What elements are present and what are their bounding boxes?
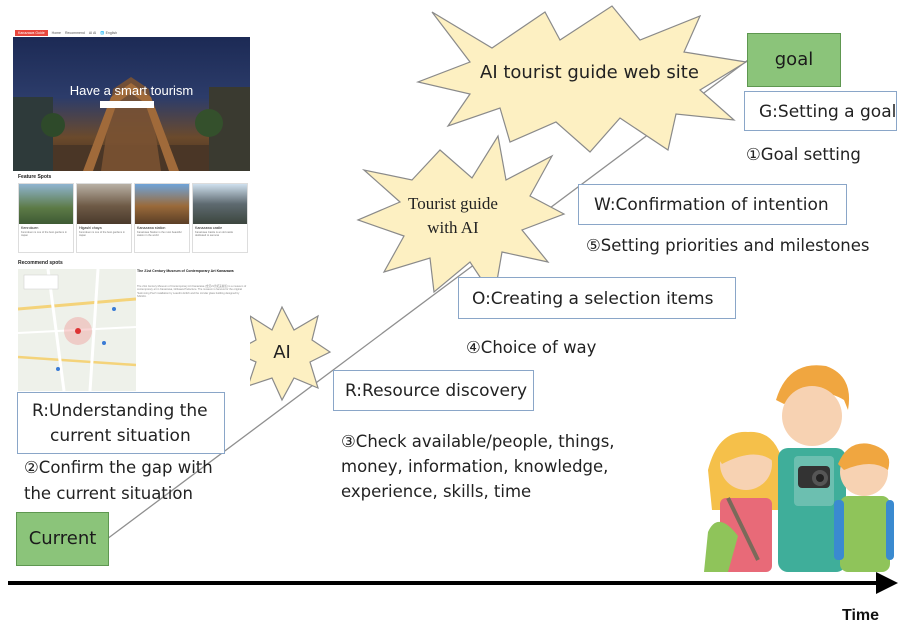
o-selection-box: O:Creating a selection items: [458, 277, 736, 319]
time-axis-arrowhead: [876, 572, 898, 594]
r-current-situation-box: R:Understanding the current situation: [17, 392, 225, 454]
card-kanazawa-castle[interactable]: Kanazawa castle Kanazawa Castle is an ol…: [192, 183, 248, 253]
choice-of-way-note: ④Choice of way: [466, 338, 597, 357]
burst-ai: [232, 305, 332, 402]
g-setting-goal-box: G:Setting a goal: [744, 91, 897, 131]
burst-tourist-guide-label-line1: Tourist guide: [408, 194, 498, 213]
map-illustration: [18, 269, 136, 391]
r-current-situation-line1: R:Understanding the: [32, 401, 208, 421]
hero-title: Have a smart tourism: [69, 83, 194, 98]
resource-note-line3: experience, skills, time: [341, 482, 532, 501]
nav-item-language: 🌐 English: [100, 30, 118, 35]
card-image: [77, 184, 131, 224]
burst-tourist-guide-label-line2: with AI: [427, 218, 479, 237]
hero-image: Have a smart tourism: [13, 37, 250, 171]
nav-item-home: Home: [51, 30, 62, 35]
card-desc: Kenrokuen is one of the best gardens in …: [21, 231, 67, 237]
card-title: Kenrokuen: [21, 226, 39, 230]
burst-ai-label: AI: [273, 342, 291, 363]
card-kanazawa-station[interactable]: Kanazawa station Kanazawa Station is the…: [134, 183, 190, 253]
card-image: [193, 184, 247, 224]
burst-ai-website-label: AI tourist guide web site: [480, 62, 699, 83]
feature-spots-title: Feature Spots: [18, 174, 52, 180]
card-title: Kanazawa castle: [195, 226, 223, 230]
card-title: Kanazawa station: [137, 226, 166, 230]
hero-search-input[interactable]: [100, 101, 154, 108]
w-confirmation-box: W:Confirmation of intention: [578, 184, 847, 225]
burst-ai-website: [415, 5, 748, 153]
gap-note-line2: the current situation: [24, 484, 193, 503]
site-logo: Kanazawa Guide: [15, 29, 48, 36]
nav-item-ai: AI AI: [88, 30, 97, 35]
website-screenshot: Kanazawa Guide Home Recommend AI AI 🌐 En…: [13, 28, 250, 392]
resource-note-line2: money, information, knowledge,: [341, 457, 609, 476]
gate-illustration: [13, 77, 250, 171]
resource-note-line1: ③Check available/people, things,: [341, 432, 615, 451]
gap-note-line1: ②Confirm the gap with: [24, 458, 213, 477]
r-resource-discovery-box: R:Resource discovery: [333, 370, 534, 411]
map-view[interactable]: [18, 269, 136, 391]
card-image: [19, 184, 73, 224]
time-axis-label: Time: [842, 607, 880, 624]
card-higashi-chaya[interactable]: Higashi chaya Kenrokuen is one of the be…: [76, 183, 132, 253]
goal-box: goal: [747, 33, 841, 87]
card-kenrokuen[interactable]: Kenrokuen Kenrokuen is one of the best g…: [18, 183, 74, 253]
card-desc: Kanazawa Castle is an old castle dedicat…: [195, 231, 234, 237]
priorities-note: ⑤Setting priorities and milestones: [586, 236, 870, 255]
card-title: Higashi chaya: [79, 226, 102, 230]
museum-title: The 21st Century Museum of Contemporary …: [137, 269, 234, 273]
site-nav: Kanazawa Guide Home Recommend AI AI 🌐 En…: [13, 28, 250, 37]
recommend-spots-title: Recommend spots: [18, 260, 63, 266]
tourist-family-illustration: [704, 365, 894, 572]
card-desc: Kenrokuen is one of the best gardens in …: [79, 231, 125, 237]
nav-item-recommend: Recommend: [65, 30, 85, 35]
card-desc: Kanazawa Station is the most beautiful s…: [137, 231, 182, 237]
progress-line: [106, 59, 749, 540]
current-box: Current: [16, 512, 109, 566]
r-current-situation-line2: current situation: [50, 426, 191, 446]
goal-setting-note: ①Goal setting: [746, 145, 861, 164]
museum-description: The 21st Century Museum of Contemporary …: [137, 285, 247, 298]
card-image: [135, 184, 189, 224]
